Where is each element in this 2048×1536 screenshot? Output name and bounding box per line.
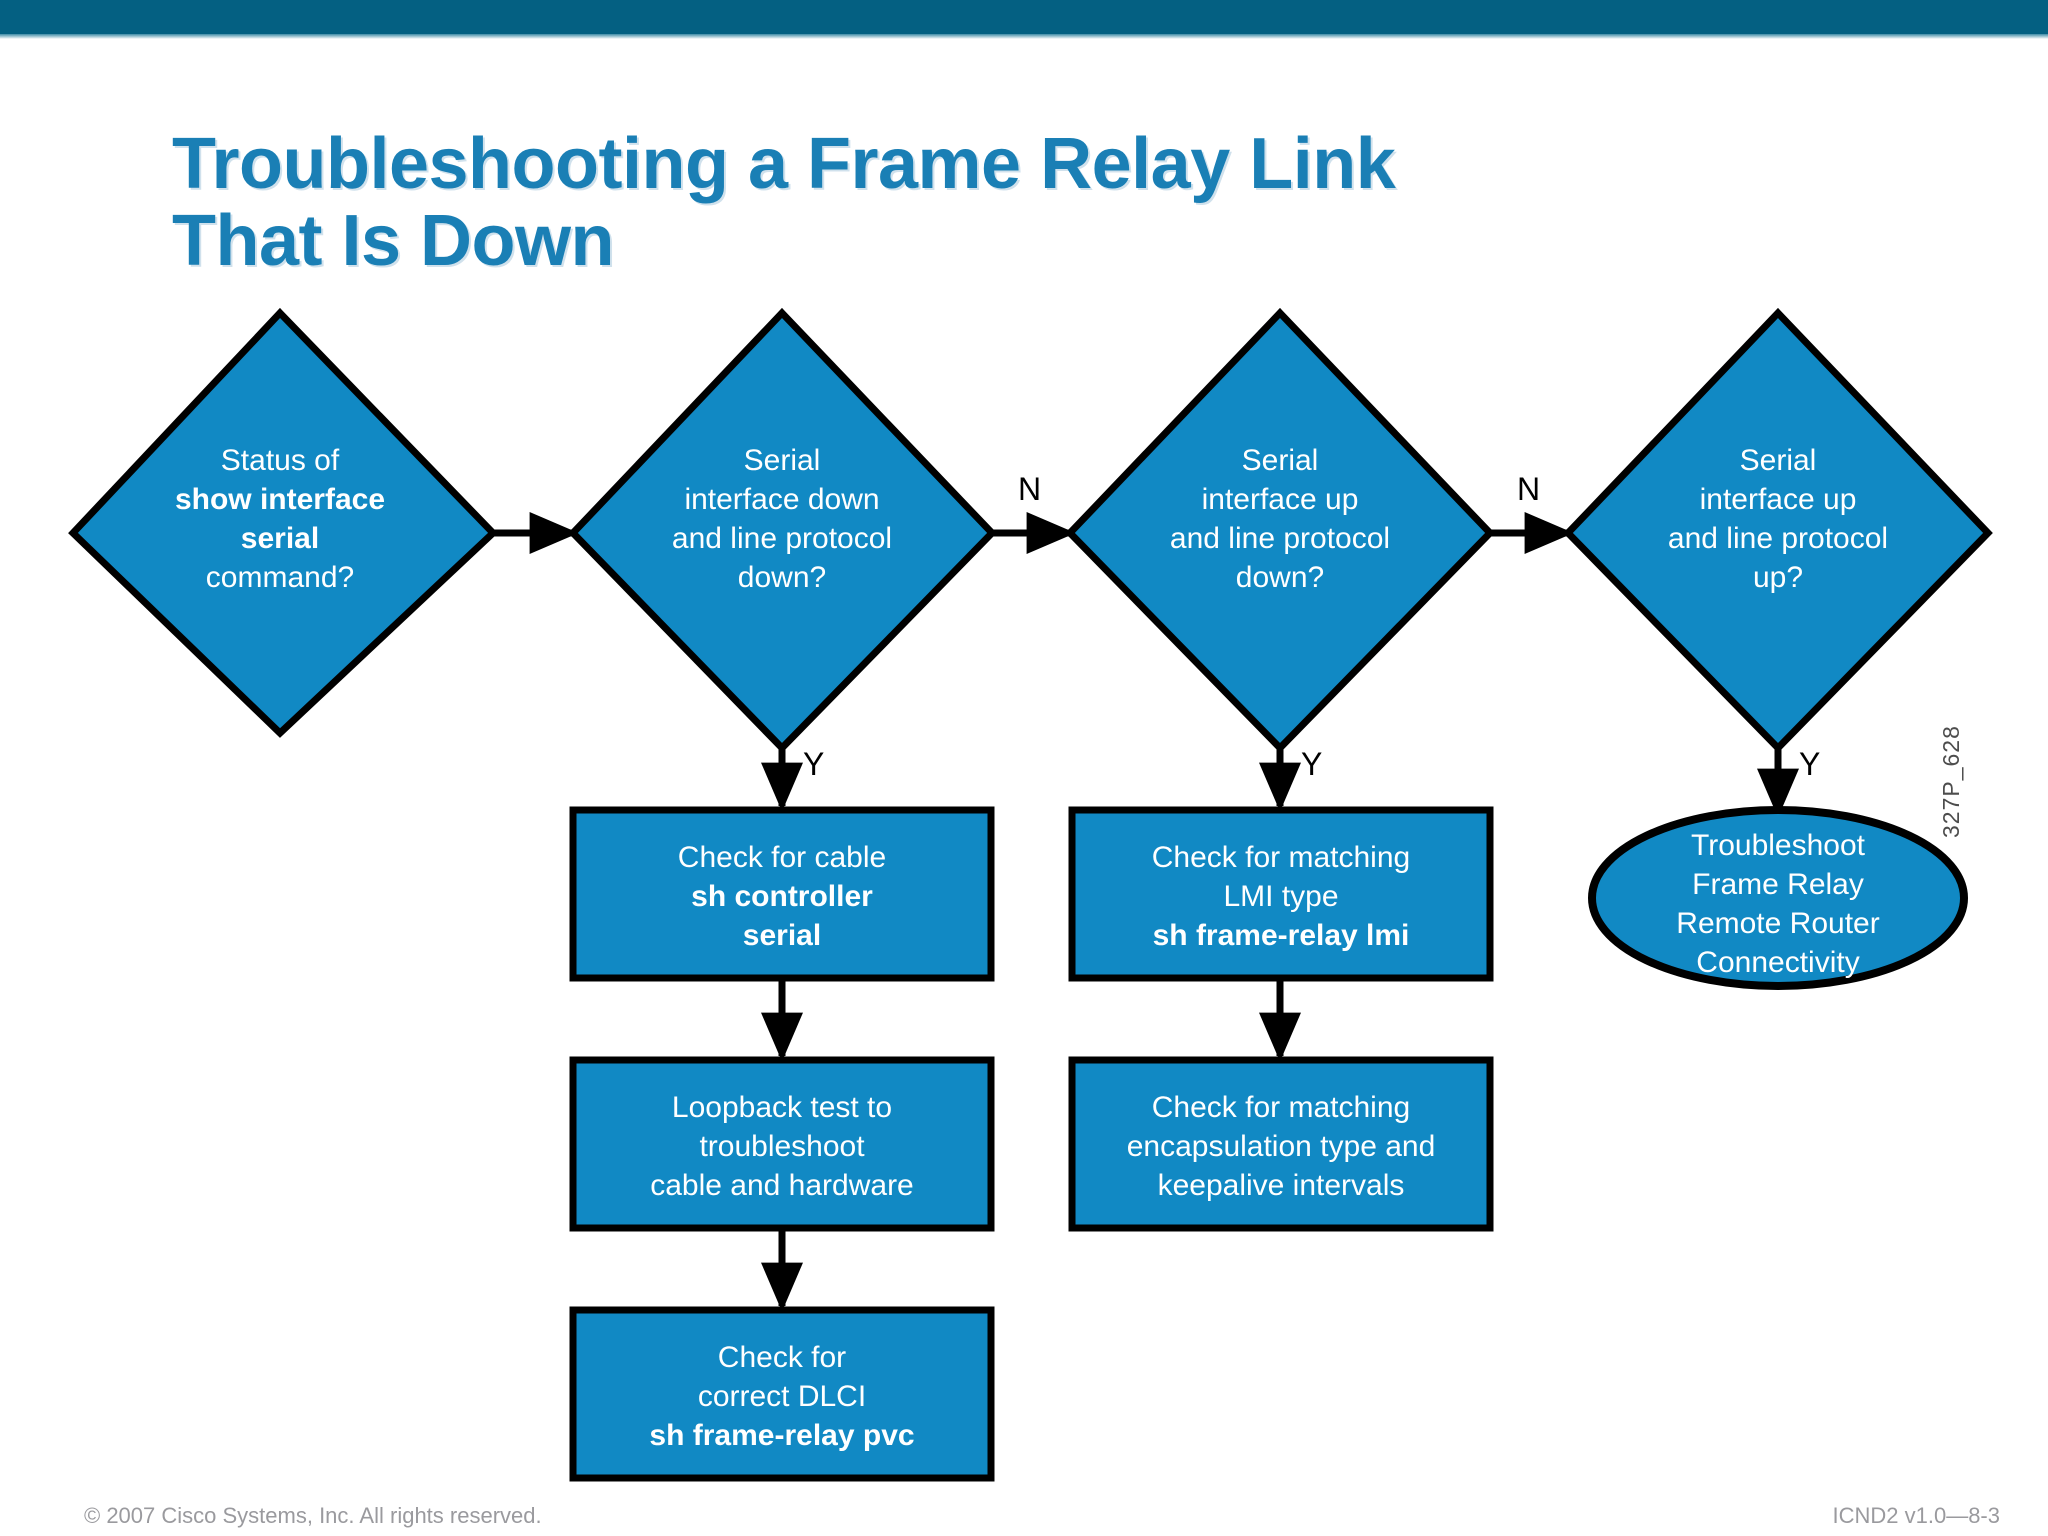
process-line-2: encapsulation type and: [1127, 1130, 1436, 1163]
process-line-2: LMI type: [1223, 880, 1338, 913]
decision-serial-interface-up-line-protocol-up[interactable]: Serial interface up and line protocol up…: [1563, 307, 1993, 754]
page-title: Troubleshooting a Frame Relay Link That …: [172, 126, 1872, 280]
branch-label-no-2: N: [1517, 471, 1540, 507]
decision-serial-interface-down-line-protocol-down[interactable]: Serial interface down and line protocol …: [568, 307, 997, 754]
decision-line-1: Status of: [221, 444, 340, 477]
process-line-1: Check for: [718, 1341, 846, 1374]
header-accent-shadow: [0, 34, 2048, 39]
figure-reference-code: 327P_628: [1938, 725, 1964, 838]
decision-line-2: show interface: [175, 483, 385, 516]
footer-copyright: © 2007 Cisco Systems, Inc. All rights re…: [84, 1503, 542, 1528]
terminator-shape[interactable]: [1588, 806, 1968, 990]
process-line-3: sh frame-relay lmi: [1153, 919, 1410, 952]
process-line-2: troubleshoot: [699, 1130, 865, 1163]
process-line-3: cable and hardware: [650, 1169, 914, 1202]
decision-line-2: interface up: [1700, 483, 1857, 516]
decision-line-4: down?: [1236, 561, 1324, 594]
decision-line-1: Serial: [1242, 444, 1319, 477]
process-check-matching-encapsulation[interactable]: Check for matching encapsulation type an…: [1068, 1056, 1494, 1232]
branch-label-yes-1: Y: [803, 746, 824, 782]
footer-course-code: ICND2 v1.0—8-3: [1832, 1503, 2000, 1528]
decision-line-2: interface up: [1202, 483, 1359, 516]
process-check-for-cable[interactable]: Check for cable sh controller serial: [569, 806, 995, 982]
terminator-troubleshoot-remote-router-connectivity[interactable]: Troubleshoot Frame Relay Remote Router C…: [1588, 806, 1968, 990]
terminator-line-2: Frame Relay: [1692, 868, 1864, 901]
decision-line-4: command?: [206, 561, 354, 594]
process-shape[interactable]: [1068, 806, 1494, 982]
terminator-line-1: Troubleshoot: [1691, 829, 1866, 862]
decision-status-of-show-interface-serial[interactable]: Status of show interface serial command?: [68, 307, 498, 738]
process-shape[interactable]: [569, 1306, 995, 1482]
process-loopback-test[interactable]: Loopback test to troubleshoot cable and …: [569, 1056, 995, 1232]
process-line-1: Check for matching: [1152, 1091, 1410, 1124]
branch-label-no-1: N: [1018, 471, 1041, 507]
decision-shape[interactable]: [1065, 307, 1495, 754]
decision-line-3: and line protocol: [1170, 522, 1390, 555]
flowchart-connectors: [493, 512, 1799, 1312]
decision-shape[interactable]: [1563, 307, 1993, 754]
page-title-line-1: Troubleshooting a Frame Relay Link: [172, 124, 1396, 205]
decision-line-3: serial: [241, 522, 319, 555]
terminator-line-3: Remote Router: [1676, 907, 1879, 940]
decision-shape[interactable]: [68, 307, 498, 738]
process-line-1: Check for cable: [678, 841, 886, 874]
decision-line-2: interface down: [684, 483, 879, 516]
decision-serial-interface-up-line-protocol-down[interactable]: Serial interface up and line protocol do…: [1065, 307, 1495, 754]
decision-line-1: Serial: [1740, 444, 1817, 477]
process-line-1: Loopback test to: [672, 1091, 892, 1124]
process-line-2: sh controller: [691, 880, 873, 913]
process-line-3: serial: [743, 919, 821, 952]
terminator-line-4: Connectivity: [1696, 946, 1859, 979]
decision-line-3: and line protocol: [672, 522, 892, 555]
process-line-3: sh frame-relay pvc: [649, 1419, 914, 1452]
process-shape[interactable]: [1068, 1056, 1494, 1232]
process-line-3: keepalive intervals: [1158, 1169, 1405, 1202]
decision-line-3: and line protocol: [1668, 522, 1888, 555]
decision-line-4: up?: [1753, 561, 1803, 594]
process-check-matching-lmi-type[interactable]: Check for matching LMI type sh frame-rel…: [1068, 806, 1494, 982]
header-accent-bar: [0, 0, 2048, 34]
process-line-2: correct DLCI: [698, 1380, 866, 1413]
process-check-correct-dlci[interactable]: Check for correct DLCI sh frame-relay pv…: [569, 1306, 995, 1482]
decision-shape[interactable]: [568, 307, 997, 754]
process-shape[interactable]: [569, 806, 995, 982]
process-shape[interactable]: [569, 1056, 995, 1232]
process-line-1: Check for matching: [1152, 841, 1410, 874]
branch-label-yes-2: Y: [1301, 746, 1322, 782]
decision-line-1: Serial: [744, 444, 821, 477]
decision-line-4: down?: [738, 561, 826, 594]
branch-label-yes-3: Y: [1799, 746, 1820, 782]
page-title-line-2: That Is Down: [172, 201, 615, 282]
